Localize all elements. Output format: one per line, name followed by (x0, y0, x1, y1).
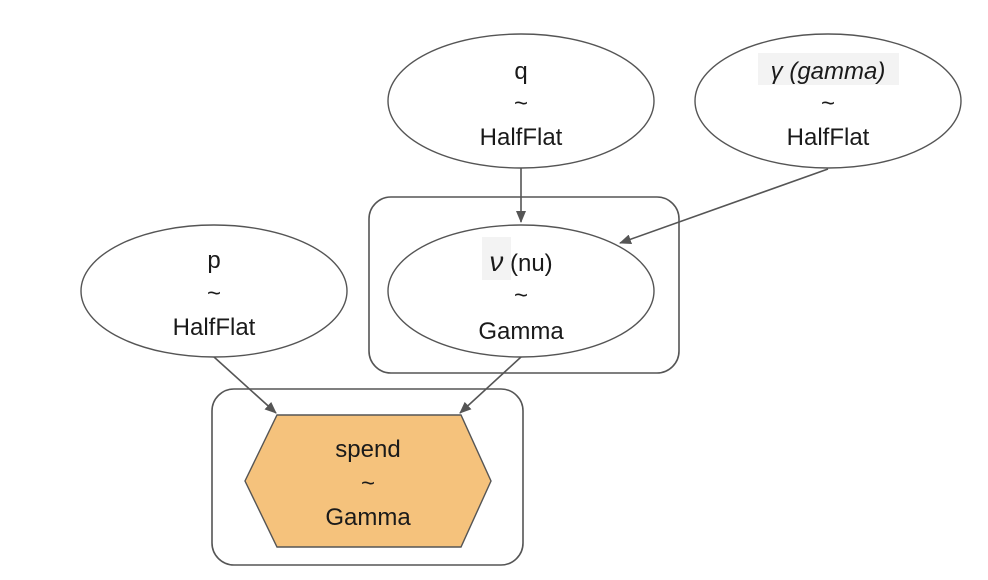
node-spend-name: spend (335, 436, 400, 463)
edge-gamma-to-nu (619, 168, 829, 245)
node-q-tilde: ~ (514, 90, 528, 117)
node-nu-name: ν (nu) (489, 246, 552, 277)
node-gamma[interactable]: γ (gamma) ~ HalfFlat (694, 33, 962, 169)
node-nu-shape (387, 224, 655, 358)
node-nu[interactable]: ν (nu) ~ Gamma (387, 224, 655, 358)
node-p-shape (80, 224, 348, 358)
node-gamma-name: γ (gamma) (771, 58, 886, 85)
node-spend[interactable]: spend ~ Gamma (244, 414, 492, 548)
node-q-dist: HalfFlat (480, 124, 563, 151)
node-q-shape (387, 33, 655, 169)
plate-spend (211, 388, 524, 566)
node-spend-tilde: ~ (361, 470, 375, 497)
edge-p-to-spend (213, 356, 277, 414)
node-p[interactable]: p ~ HalfFlat (80, 224, 348, 358)
node-q[interactable]: q ~ HalfFlat (387, 33, 655, 169)
node-p-name: p (207, 247, 220, 274)
node-p-tilde: ~ (207, 280, 221, 307)
plate-nu (368, 196, 680, 374)
node-gamma-tilde: ~ (821, 90, 835, 117)
node-p-dist: HalfFlat (173, 314, 256, 341)
node-spend-dist: Gamma (325, 504, 411, 531)
node-nu-dist: Gamma (478, 318, 564, 345)
edge-nu-to-spend (459, 356, 522, 414)
node-spend-shape (244, 414, 492, 548)
node-gamma-label-highlight (758, 53, 899, 85)
node-nu-tilde: ~ (514, 282, 528, 309)
node-gamma-dist: HalfFlat (787, 124, 870, 151)
node-nu-label-highlight (482, 237, 511, 280)
node-q-name: q (514, 58, 527, 85)
